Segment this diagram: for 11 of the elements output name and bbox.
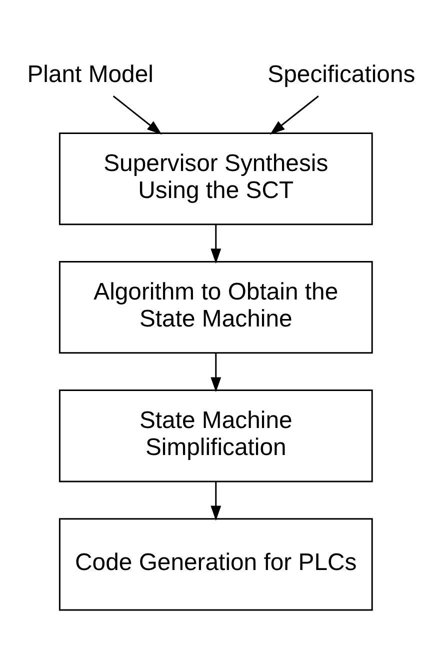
arrow xyxy=(210,482,222,521)
arrow xyxy=(112,96,162,135)
arrow xyxy=(210,224,222,264)
arrow xyxy=(270,96,319,135)
node-text: Plant Model xyxy=(27,61,154,88)
node-text: Specifications xyxy=(268,61,416,88)
node-box: State Machine Simplification xyxy=(58,390,373,482)
node-box: Code Generation for PLCs xyxy=(58,518,373,611)
arrow xyxy=(210,353,222,392)
node-box: Algorithm to Obtain the State Machine xyxy=(58,261,373,354)
node-box: Supervisor Synthesis Using the SCT xyxy=(58,132,373,226)
